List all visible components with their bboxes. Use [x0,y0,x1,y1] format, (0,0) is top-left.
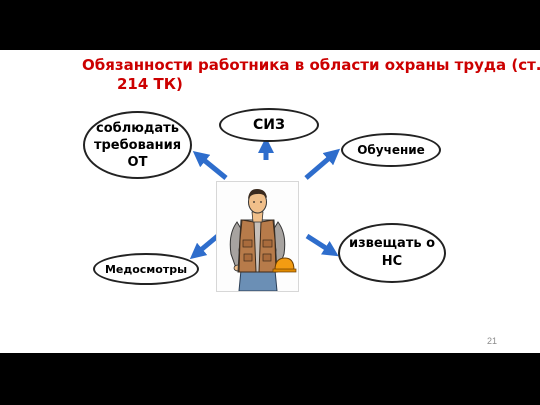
slide-title: Обязанности работника в области охраны т… [82,56,540,94]
node-report: извещать о НС [338,223,446,283]
node-training-label: Обучение [357,143,425,157]
worker-in-vest-illustration-icon [229,189,297,292]
node-requirements-line2: требования [93,137,182,153]
arrow-to-training [304,148,341,180]
node-ppe-label: СИЗ [253,117,285,133]
node-requirements-line3: ОТ [127,154,148,170]
arrow-to-requirements [192,150,228,180]
node-ppe: СИЗ [219,108,319,142]
node-medical: Медосмотры [93,253,199,285]
node-training: Обучение [341,133,441,167]
node-requirements: соблюдать требования ОТ [83,111,192,179]
node-requirements-line1: соблюдать [96,120,179,136]
slide-title-line1: Обязанности работника в области охраны т… [82,56,540,74]
slide-title-line2: 214 ТК) [117,75,183,93]
node-medical-label: Медосмотры [104,262,188,276]
node-report-line2: НС [381,254,403,269]
arrow-to-report [305,233,339,257]
worker-illustration-frame [216,181,299,292]
node-report-line1: извещать о [348,236,436,251]
page-number: 21 [487,336,498,346]
